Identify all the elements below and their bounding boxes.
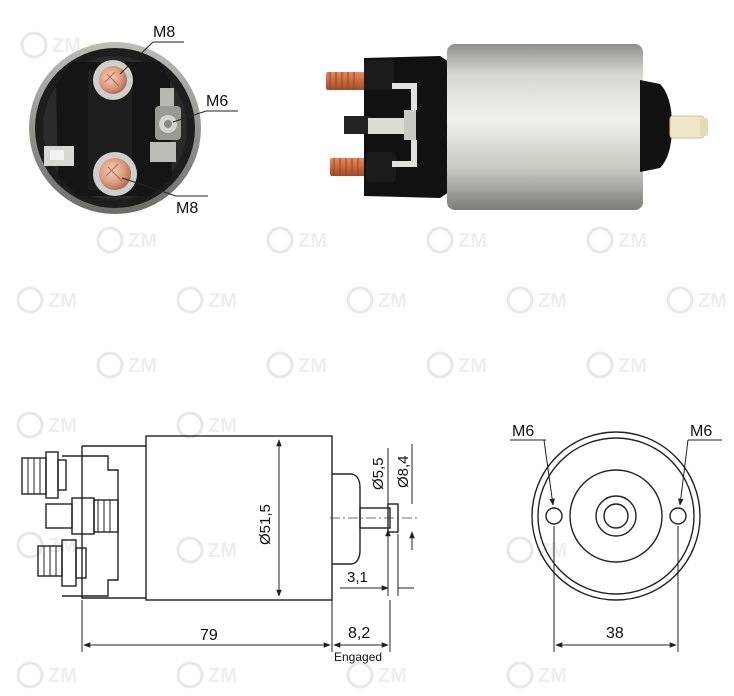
svg-text:ZM: ZM [208, 415, 237, 437]
dim-travel-note: Engaged [334, 650, 382, 664]
label-end-m6-right: M6 [690, 423, 712, 440]
end-inner-boss [569, 469, 663, 563]
svg-text:ZM: ZM [618, 230, 647, 252]
end-hole-left [545, 507, 563, 525]
dim-diameter-plunger-large: Ø8,4 [395, 455, 412, 488]
end-hole-right [669, 507, 687, 525]
terminal-side-m6 [150, 88, 181, 162]
svg-text:ZM: ZM [48, 290, 77, 312]
label-end-m6-left: M6 [512, 423, 534, 440]
terminal-bottom-m8 [93, 152, 137, 196]
svg-text:ZM: ZM [378, 665, 407, 687]
label-photo-m6: M6 [206, 93, 228, 110]
dim-length-body: 79 [200, 627, 218, 644]
label-photo-m8-bottom: M8 [176, 200, 198, 217]
terminal-top-m8 [93, 60, 133, 100]
end-outer-circle [531, 431, 701, 601]
drawing-body [145, 435, 333, 601]
svg-text:ZM: ZM [52, 35, 81, 57]
svg-text:ZM: ZM [538, 290, 567, 312]
svg-text:ZM: ZM [128, 355, 157, 377]
leader-photo-m8-top-slant [119, 41, 154, 75]
svg-text:ZM: ZM [538, 665, 567, 687]
drawing-side-view: Ø51,5 Ø5,5 Ø8,4 3,1 79 8,2 Engaged [21, 435, 420, 664]
dim-plunger-offset: 3,1 [347, 569, 368, 586]
label-photo-m8-top: M8 [153, 24, 175, 41]
stud-top-photo [326, 72, 366, 90]
svg-text:ZM: ZM [128, 230, 157, 252]
svg-text:ZM: ZM [458, 230, 487, 252]
dim-plunger-travel: 8,2 [348, 625, 370, 642]
leader-photo-m6-slant [172, 110, 207, 123]
stud-bottom-photo [330, 158, 368, 176]
svg-text:ZM: ZM [208, 290, 237, 312]
dim-diameter-plunger-small: Ø5,5 [370, 457, 387, 490]
dim-hole-spacing: 38 [606, 625, 624, 642]
svg-text:ZM: ZM [48, 415, 77, 437]
svg-text:ZM: ZM [458, 355, 487, 377]
svg-text:ZM: ZM [208, 665, 237, 687]
drawing-stud-m6 [45, 503, 73, 529]
photo-end-view: M8 M6 M8 [29, 24, 238, 217]
svg-text:ZM: ZM [48, 665, 77, 687]
svg-text:ZM: ZM [618, 355, 647, 377]
drawing-end-view: M6 M6 38 [510, 423, 722, 652]
leader-end-m6-left [543, 439, 555, 506]
svg-text:ZM: ZM [298, 355, 327, 377]
svg-text:ZM: ZM [298, 230, 327, 252]
photo-side-view [326, 44, 708, 210]
leader-photo-m8-bottom-slant [121, 177, 177, 197]
dim-diameter-body: Ø51,5 [257, 504, 274, 545]
svg-text:ZM: ZM [378, 290, 407, 312]
leader-end-m6-right [677, 439, 689, 506]
solenoid-can-photo [447, 44, 643, 210]
svg-text:ZM: ZM [538, 540, 567, 562]
svg-text:ZM: ZM [698, 290, 727, 312]
svg-text:ZM: ZM [208, 540, 237, 562]
